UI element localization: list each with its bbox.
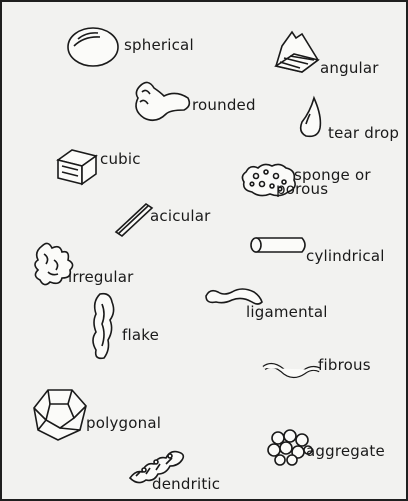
- label-rounded: rounded: [192, 97, 256, 113]
- label-aggregate: aggregate: [306, 443, 385, 459]
- needle-icon: [112, 200, 154, 238]
- cube-icon: [54, 146, 100, 186]
- label-sponge-line2: porous: [276, 182, 371, 196]
- label-fibrous: fibrous: [318, 357, 371, 373]
- label-cubic: cubic: [100, 151, 141, 167]
- label-dendritic: dendritic: [152, 476, 220, 492]
- label-sponge-or-porous: sponge or porous: [276, 168, 371, 196]
- label-flake: flake: [122, 327, 159, 343]
- sphere-icon: [66, 26, 122, 70]
- label-polygonal: polygonal: [86, 415, 161, 431]
- cylinder-icon: [248, 234, 310, 256]
- tear-drop-icon: [296, 96, 326, 138]
- label-cylindrical: cylindrical: [306, 248, 385, 264]
- rounded-particle-icon: [130, 80, 192, 126]
- label-tear-drop: tear drop: [328, 125, 399, 141]
- label-ligamental: ligamental: [246, 304, 328, 320]
- label-spherical: spherical: [124, 37, 194, 53]
- label-angular: angular: [320, 60, 379, 76]
- angular-particle-icon: [272, 30, 322, 74]
- label-acicular: acicular: [150, 208, 211, 224]
- polygon-icon: [30, 386, 90, 442]
- flake-icon: [86, 290, 120, 362]
- label-irregular: irregular: [68, 269, 134, 285]
- fiber-icon: [262, 358, 322, 384]
